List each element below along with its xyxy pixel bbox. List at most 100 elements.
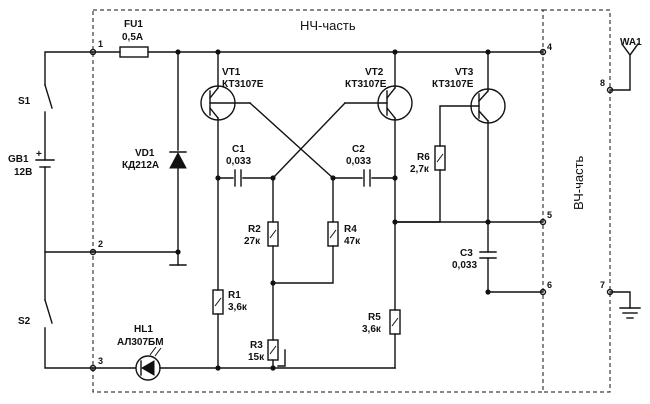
- junction: [215, 49, 221, 55]
- pin-5-label: 5: [547, 210, 552, 220]
- c1-value: 0,033: [226, 156, 251, 167]
- wire-r4-bottom: [272, 245, 334, 284]
- wire-r6-top: [439, 105, 480, 147]
- cross-wire-1: [249, 102, 334, 179]
- vt1-ref: VT1: [222, 67, 241, 78]
- fu1-ref: FU1: [124, 19, 143, 30]
- junction: [175, 249, 181, 255]
- junction: [485, 219, 491, 225]
- junction: [215, 365, 221, 371]
- terminal-pin: [539, 218, 547, 226]
- wire-ground: [609, 291, 631, 309]
- wire-s1-top: [44, 51, 94, 86]
- pin-8-label: 8: [600, 78, 605, 88]
- c3-ref: C3: [460, 248, 473, 259]
- vt3-emitter: [478, 90, 489, 102]
- r3-ref: R3: [250, 340, 263, 351]
- wire-s2-bottom: [44, 327, 94, 369]
- fu1-value: 0,5A: [122, 32, 143, 43]
- pin-6-label: 6: [547, 280, 552, 290]
- r1-value: 3,6к: [228, 302, 248, 313]
- c2-value: 0,033: [346, 156, 371, 167]
- pin-3-label: 3: [98, 356, 103, 366]
- fuse-fu1: [119, 46, 149, 58]
- r3-hatch: [269, 345, 277, 355]
- vt1-collector: [209, 107, 219, 119]
- junction: [485, 289, 491, 295]
- vt2-ref: VT2: [365, 67, 384, 78]
- r5-value: 3,6к: [362, 324, 382, 335]
- s1-ref: S1: [18, 96, 31, 107]
- r2-value: 27к: [244, 236, 261, 247]
- vt3-ref: VT3: [455, 67, 474, 78]
- terminal-pin: [89, 364, 97, 372]
- r6-hatch: [436, 153, 444, 163]
- led-hl1-triangle: [141, 360, 155, 376]
- junction: [270, 175, 276, 181]
- vd1-ref: VD1: [135, 148, 155, 159]
- r3-value: 15к: [248, 352, 265, 363]
- gb1-value: 12В: [14, 167, 32, 178]
- r3-wiper: [277, 349, 286, 367]
- hf-block-title: ВЧ-часть: [571, 155, 586, 210]
- pin-7-label: 7: [600, 280, 605, 290]
- vd1-value: КД212А: [122, 160, 159, 171]
- c1-ref: C1: [232, 144, 245, 155]
- junction: [175, 49, 181, 55]
- lf-block-title: НЧ-часть: [300, 18, 356, 33]
- terminal-pin: [89, 248, 97, 256]
- led-ray-1: [149, 346, 157, 356]
- pin-4-label: 4: [547, 42, 552, 52]
- wire-r6-bottom: [394, 169, 441, 223]
- gb1-ref: GB1: [8, 154, 29, 165]
- r2-ref: R2: [248, 224, 261, 235]
- pin-2-label: 2: [98, 239, 103, 249]
- c3-value: 0,033: [452, 260, 477, 271]
- vt2-collector: [386, 107, 396, 119]
- vt1-emitter: [209, 87, 219, 99]
- junction: [392, 49, 398, 55]
- terminal-pin: [539, 288, 547, 296]
- vt2-emitter: [386, 87, 396, 99]
- wire-battery-to-pin2: [44, 166, 94, 253]
- gb1-plus: +: [36, 149, 42, 160]
- s2-ref: S2: [18, 316, 31, 327]
- r4-hatch: [329, 229, 337, 239]
- r4-ref: R4: [344, 224, 357, 235]
- hf-block-border: [542, 9, 611, 393]
- junction: [270, 365, 276, 371]
- terminal-pin: [539, 48, 547, 56]
- diode-vd1: [169, 151, 187, 169]
- terminal-pin: [89, 48, 97, 56]
- junction: [392, 219, 398, 225]
- vt3-collector: [478, 110, 489, 122]
- wire-antenna: [609, 54, 631, 91]
- hl1-value: АЛ307БМ: [117, 337, 164, 348]
- antenna-wa1-icon: [621, 43, 639, 57]
- vt2-value: КТ3107Е: [345, 79, 387, 90]
- junction: [392, 175, 398, 181]
- r2-hatch: [269, 229, 277, 239]
- wa1-ref: WA1: [620, 37, 642, 48]
- vt1-value: КТ3107Е: [222, 79, 264, 90]
- pin-1-label: 1: [98, 39, 103, 49]
- lf-block-border: [92, 9, 544, 393]
- r5-hatch: [391, 317, 399, 327]
- r4-value: 47к: [344, 236, 361, 247]
- junction: [485, 49, 491, 55]
- switch-s1: [44, 84, 53, 109]
- vt3-value: КТ3107Е: [432, 79, 474, 90]
- junction: [330, 175, 336, 181]
- terminal-pin: [606, 288, 614, 296]
- hl1-ref: HL1: [134, 324, 153, 335]
- junction: [270, 280, 276, 286]
- r6-ref: R6: [417, 152, 430, 163]
- r1-hatch: [214, 297, 222, 307]
- r5-ref: R5: [368, 312, 381, 323]
- cross-wire-2: [272, 102, 346, 179]
- r1-ref: R1: [228, 290, 241, 301]
- c2-ref: C2: [352, 144, 365, 155]
- r6-value: 2,7к: [410, 164, 430, 175]
- switch-s2: [44, 299, 53, 324]
